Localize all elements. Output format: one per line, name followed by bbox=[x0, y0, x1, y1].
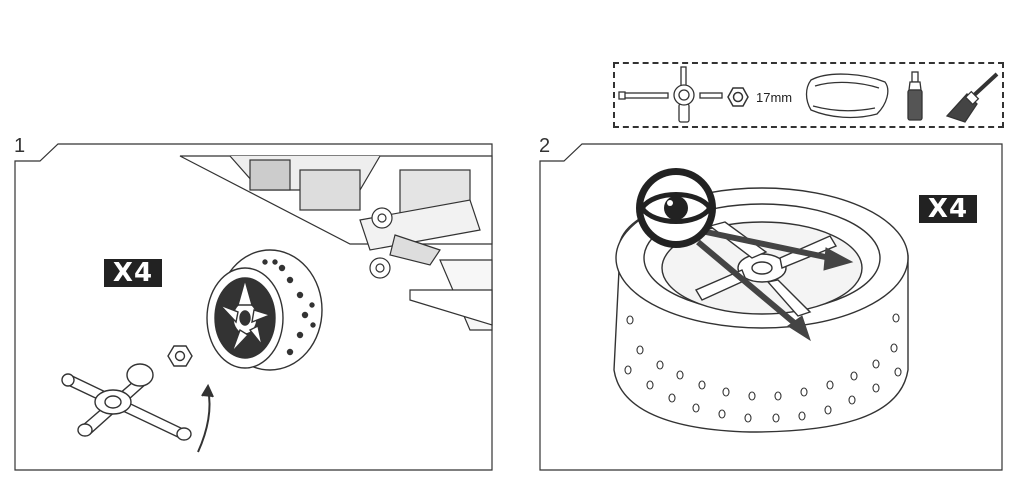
inspection-arrows bbox=[696, 229, 854, 342]
wheel-nut bbox=[167, 345, 193, 367]
cross-wrench-icon bbox=[618, 66, 723, 123]
step-1-panel: 1 X4 bbox=[0, 136, 500, 480]
step-1-quantity-badge: X4 bbox=[104, 259, 162, 287]
tools-required-box: 17mm bbox=[613, 62, 1004, 128]
step-2-number: 2 bbox=[539, 135, 551, 157]
step-1-number: 1 bbox=[14, 135, 26, 157]
nut-size-label: 17mm bbox=[756, 90, 793, 105]
step-2-panel: 2 X4 bbox=[530, 136, 1010, 480]
curved-arrow-icon bbox=[197, 383, 214, 453]
cross-wrench bbox=[61, 363, 192, 441]
step-2-illustration bbox=[539, 143, 1003, 471]
step-2-quantity-badge: X4 bbox=[919, 195, 977, 223]
tire-tread bbox=[624, 313, 902, 423]
brush-icon bbox=[945, 72, 999, 123]
car-chassis bbox=[179, 155, 493, 331]
step-1-illustration bbox=[14, 143, 493, 471]
thread-lock-bottle-icon bbox=[907, 71, 923, 121]
eye-icon bbox=[636, 168, 716, 248]
wheel bbox=[206, 249, 323, 371]
hex-nut-icon bbox=[727, 87, 749, 107]
cloth-icon bbox=[805, 73, 889, 119]
